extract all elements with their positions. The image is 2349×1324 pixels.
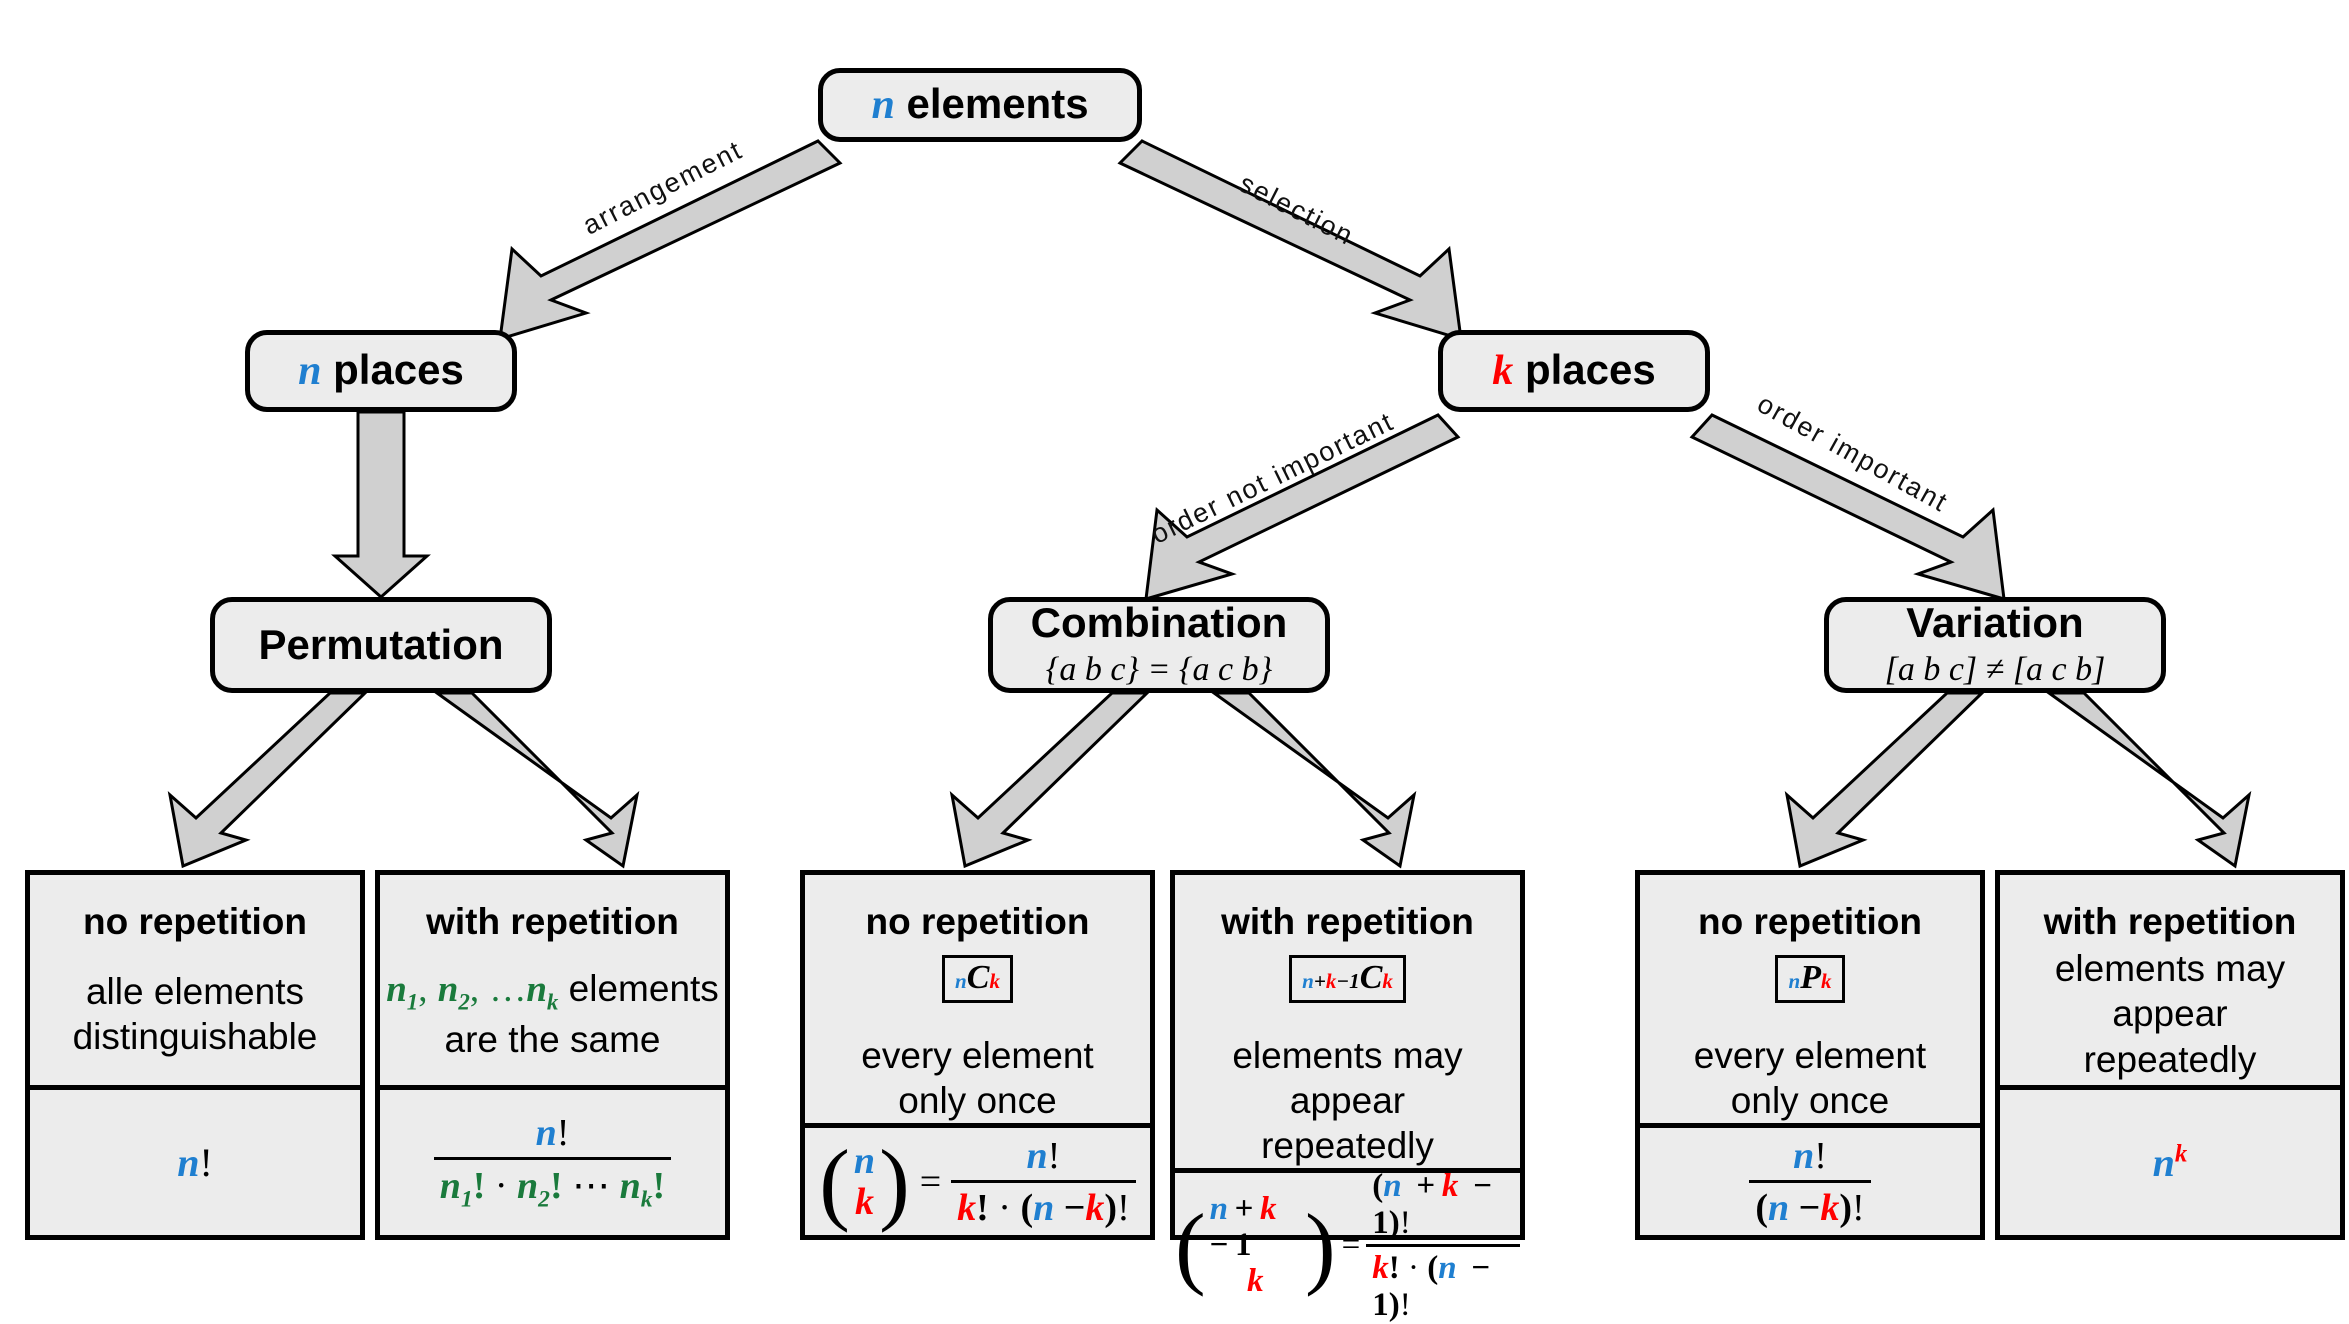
leaf3-desc-line1: every element	[861, 1035, 1094, 1076]
leaf4-desc: elements may appear repeatedly	[1175, 1033, 1520, 1168]
leaf4-notation: n+k−1Ck	[1289, 955, 1406, 1003]
leaf5-head: no repetition	[1697, 901, 1923, 942]
leaf2-desc: n1, n2, …nk elements are the same	[380, 966, 725, 1061]
leaf5-desc-line2: only once	[1730, 1080, 1890, 1122]
leaf4-formula: ( n + k − 1 k ) = (n + k − 1)! k!	[1175, 1168, 1520, 1323]
node-root[interactable]: n elements	[818, 68, 1142, 142]
leaf3-head: no repetition	[865, 901, 1090, 942]
leaf5-desc: every element only once	[1688, 1033, 1932, 1123]
leaf3-desc-line2: only once	[898, 1080, 1057, 1122]
leaf4-desc-line2: repeatedly	[1261, 1125, 1434, 1167]
leaf4-desc-line1: elements may appear	[1232, 1035, 1463, 1122]
arrow-variation-to-leaf6	[2044, 691, 2252, 869]
leaf6-upper: with repetition elements may appear repe…	[2000, 875, 2340, 1085]
leaf2-formula: n! n1! · n2! ⋯ nk!	[380, 1085, 725, 1235]
leaf5-upper: no repetition nPk every element only onc…	[1640, 875, 1980, 1123]
node-n-places[interactable]: n places	[245, 330, 517, 412]
node-variation[interactable]: Variation [a b c] ≠ [a c b]	[1824, 597, 2166, 693]
connector-arrows: .arw{fill:#d0d0d0;stroke:#000;stroke-wid…	[167, 139, 2252, 869]
n-places-symbol: n	[298, 348, 322, 395]
leaf1-desc-line2: distinguishable	[72, 1016, 318, 1057]
arrow-n-places-to-permutation	[331, 410, 431, 600]
node-combination[interactable]: Combination {a b c} = {a c b}	[988, 597, 1330, 693]
leaf-permutation-no-repetition[interactable]: no repetition alle elements distinguisha…	[25, 870, 365, 1240]
arrow-root-to-k-places	[1117, 139, 1463, 342]
leaf-variation-no-repetition[interactable]: no repetition nPk every element only onc…	[1635, 870, 1985, 1240]
k-places-symbol: k	[1492, 348, 1514, 395]
leaf3-notation: nCk	[942, 955, 1013, 1003]
leaf6-desc: elements may appear repeatedly	[2000, 946, 2340, 1081]
leaf-combination-with-repetition[interactable]: with repetition n+k−1Ck elements may app…	[1170, 870, 1525, 1323]
leaf5-desc-line1: every element	[1693, 1035, 1927, 1076]
arrow-combination-to-leaf3	[949, 691, 1151, 869]
arrow-permutation-to-leaf2	[432, 691, 640, 869]
node-combination-title: Combination	[1030, 598, 1288, 646]
leaf5-notation: nPk	[1775, 955, 1845, 1003]
arrow-variation-to-leaf5	[1784, 691, 1986, 869]
node-variation-sub: [a b c] ≠ [a c b]	[1884, 651, 2106, 689]
leaf-variation-with-repetition[interactable]: with repetition elements may appear repe…	[1995, 870, 2345, 1240]
leaf4-head: with repetition	[1221, 901, 1474, 942]
leaf6-head: with repetition	[2043, 901, 2297, 942]
leaf6-desc-line2: repeatedly	[2083, 1038, 2257, 1080]
leaf-combination-no-repetition[interactable]: no repetition nCk every element only onc…	[800, 870, 1155, 1240]
node-variation-title: Variation	[1906, 598, 2084, 646]
leaf-permutation-with-repetition[interactable]: with repetition n1, n2, …nk elements are…	[375, 870, 730, 1240]
leaf6-desc-line1: elements may appear	[2054, 948, 2286, 1035]
node-root-label: n elements	[871, 80, 1089, 129]
arrow-permutation-to-leaf1	[167, 691, 369, 869]
combinatorics-diagram: .arw{fill:#d0d0d0;stroke:#000;stroke-wid…	[25, 68, 2345, 1323]
leaf2-desc-line1: n1, n2, …nk elements	[386, 968, 719, 1015]
leaf5-formula: n! (n −k)!	[1640, 1123, 1980, 1235]
root-symbol: n	[871, 82, 895, 129]
node-n-places-label: n places	[298, 346, 464, 395]
arrow-root-to-n-places	[498, 139, 843, 342]
leaf6-formula: nk	[2000, 1085, 2340, 1235]
leaf3-upper: no repetition nCk every element only onc…	[805, 875, 1150, 1123]
leaf1-head: no repetition	[82, 901, 308, 942]
leaf1-desc: alle elements distinguishable	[67, 969, 324, 1059]
leaf4-upper: with repetition n+k−1Ck elements may app…	[1175, 875, 1520, 1168]
k-places-text: places	[1524, 346, 1656, 394]
node-permutation-title: Permutation	[258, 620, 504, 668]
arrow-k-places-to-variation	[1689, 413, 2006, 602]
leaf2-upper: with repetition n1, n2, …nk elements are…	[380, 875, 725, 1085]
node-combination-sub: {a b c} = {a c b}	[1045, 651, 1273, 689]
leaf1-upper: no repetition alle elements distinguisha…	[30, 875, 360, 1085]
leaf2-head: with repetition	[426, 901, 679, 942]
leaf2-desc-line2: are the same	[444, 1018, 661, 1060]
root-text: elements	[906, 80, 1089, 128]
arrow-k-places-to-combination	[1144, 413, 1461, 602]
n-places-text: places	[333, 346, 464, 394]
node-k-places[interactable]: k places	[1438, 330, 1710, 412]
leaf1-formula: n!	[30, 1085, 360, 1235]
arrow-combination-to-leaf4	[1209, 691, 1417, 869]
node-permutation[interactable]: Permutation	[210, 597, 552, 693]
leaf1-desc-line1: alle elements	[85, 970, 304, 1012]
node-k-places-label: k places	[1492, 346, 1656, 395]
leaf3-desc: every element only once	[855, 1033, 1099, 1123]
